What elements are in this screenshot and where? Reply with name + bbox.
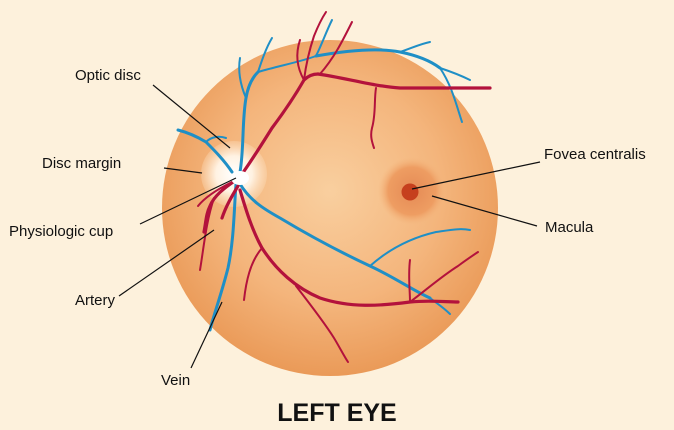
label-disc-margin: Disc margin bbox=[42, 155, 121, 172]
label-artery: Artery bbox=[75, 292, 116, 309]
label-physiologic-cup: Physiologic cup bbox=[9, 223, 113, 240]
label-fovea-centralis: Fovea centralis bbox=[544, 146, 646, 163]
diagram-title: LEFT EYE bbox=[277, 399, 396, 427]
fovea-centralis bbox=[402, 184, 419, 201]
physiologic-cup bbox=[231, 171, 249, 185]
label-optic-disc: Optic disc bbox=[75, 67, 141, 84]
label-vein: Vein bbox=[161, 372, 190, 389]
label-macula: Macula bbox=[545, 219, 594, 236]
